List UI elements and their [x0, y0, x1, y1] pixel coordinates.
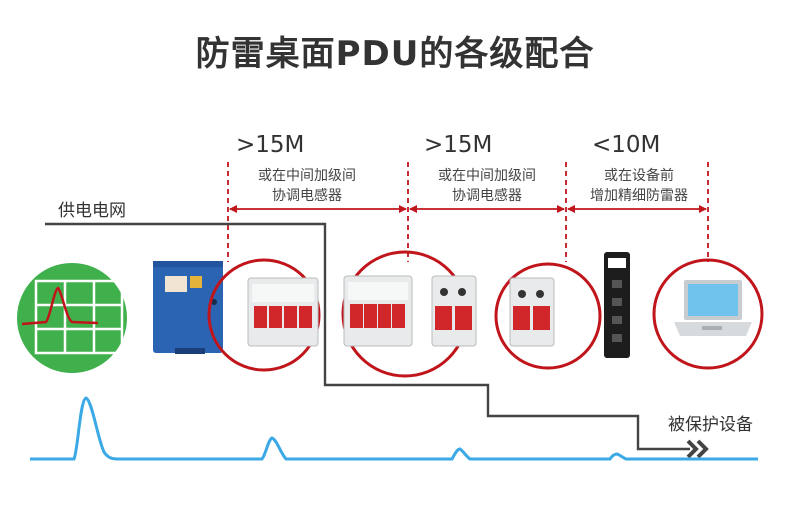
distribution-box: [153, 261, 223, 354]
laptop-ring: [652, 258, 764, 370]
note-2-line-2: 协调电感器: [452, 188, 522, 204]
spd-level-1-ring: [207, 258, 321, 372]
note-2-line-1: 或在中间加级间: [438, 168, 536, 184]
chevron-arrow-icon: [686, 439, 709, 459]
coordination-note-3: 或在设备前 增加精细防雷器: [568, 166, 710, 206]
distance-label-2: >15M: [424, 132, 493, 158]
spd-module-4pole: [247, 277, 319, 347]
note-1-line-2: 协调电感器: [272, 188, 342, 204]
spd-module-4pole-2: [343, 275, 413, 347]
page-title: 防雷桌面PDU的各级配合: [195, 34, 595, 74]
spd-module-2pole: [431, 275, 477, 347]
laptop-icon: [674, 280, 752, 336]
distance-label-3: <10M: [592, 132, 661, 158]
note-3-line-2: 增加精细防雷器: [590, 188, 688, 204]
protected-device-label: 被保护设备: [668, 415, 753, 435]
power-line: [45, 222, 690, 451]
dashed-markers: [227, 162, 709, 262]
grid-monitor-icon: [17, 263, 127, 373]
note-3-line-1: 或在设备前: [604, 168, 674, 184]
surge-waveform: [30, 396, 758, 461]
spd-level-3-ring: [494, 262, 602, 370]
distance-label-1: >15M: [236, 132, 305, 158]
coordination-note-2: 或在中间加级间 协调电感器: [416, 166, 558, 206]
note-1-line-1: 或在中间加级间: [258, 168, 356, 184]
desktop-pdu-icon: [604, 252, 630, 358]
spd-module-2pole-2: [509, 277, 555, 347]
power-grid-label: 供电电网: [58, 201, 126, 221]
coordination-note-1: 或在中间加级间 协调电感器: [236, 166, 378, 206]
